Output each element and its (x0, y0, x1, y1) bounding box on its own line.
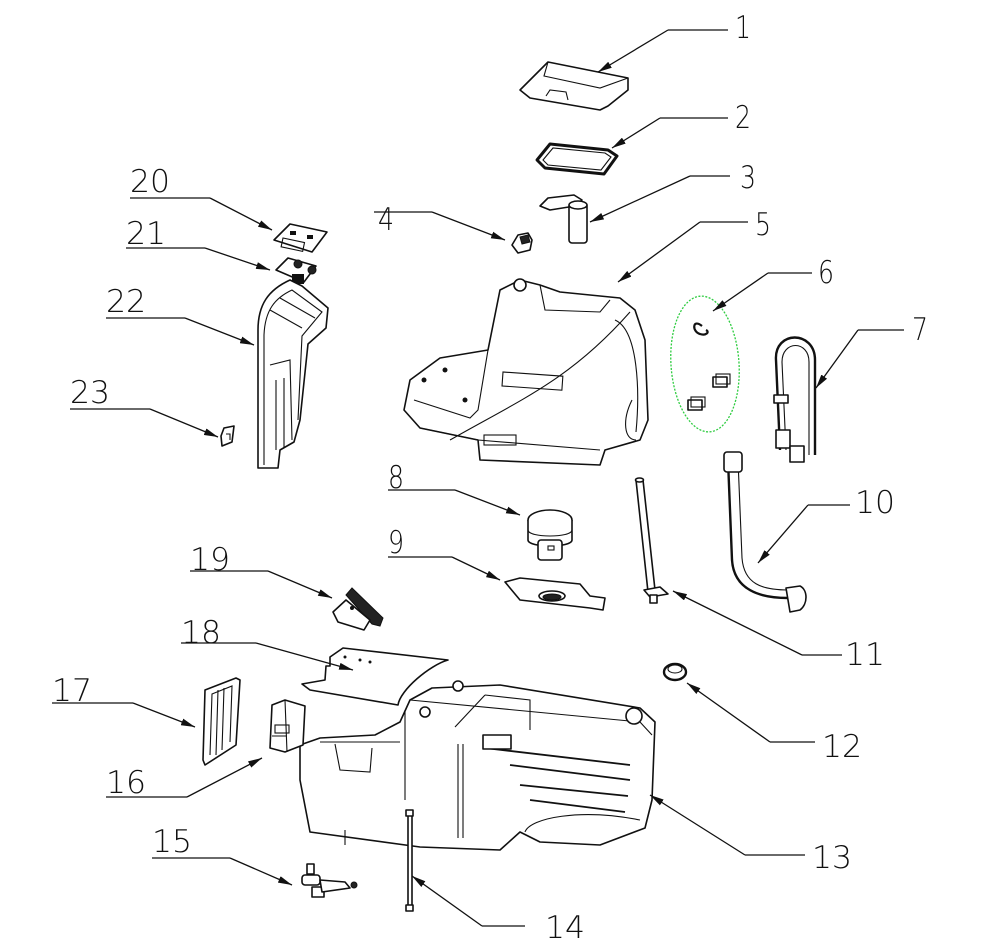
callout-20: 20 (130, 164, 273, 231)
part-top-plate (301, 647, 449, 706)
callout-1: 1 (597, 10, 751, 73)
part-float-valve (539, 194, 588, 244)
callout-number: 9 (388, 525, 404, 561)
part-tank-cap (662, 662, 688, 682)
part-pump-module (269, 699, 306, 753)
callout-number: 18 (181, 615, 221, 651)
callout-leader-arrow (209, 197, 273, 231)
callout-6: 6 (712, 255, 834, 312)
part-control-pcb (275, 257, 317, 284)
callout-4: 4 (374, 202, 506, 241)
part-tank-base (299, 680, 656, 851)
callout-leader-arrow (431, 211, 506, 241)
callout-number: 6 (818, 255, 834, 291)
callout-leader-arrow (649, 794, 746, 856)
part-side-cover (202, 677, 241, 766)
callout-number: 5 (755, 207, 771, 243)
callout-19: 19 (190, 542, 333, 599)
callout-number: 23 (70, 375, 110, 411)
callout-16: 16 (106, 757, 263, 801)
callout-leader-arrow (611, 117, 661, 149)
callout-21: 21 (126, 216, 271, 271)
part-looped-hose (773, 336, 817, 463)
callout-number: 15 (152, 824, 192, 860)
callout-leader-arrow (757, 504, 809, 564)
part-suction-tube (634, 477, 669, 604)
callout-15: 15 (152, 824, 293, 886)
highlight-ellipse (670, 295, 740, 433)
part-handle (257, 279, 329, 469)
part-motor-gasket-plate (504, 577, 606, 611)
callout-10: 10 (757, 485, 895, 564)
part-control-panel-overlay (273, 223, 328, 253)
callout-12: 12 (686, 682, 862, 765)
callout-leader-arrow (267, 570, 333, 599)
callout-5: 5 (617, 207, 771, 283)
callout-number: 7 (912, 312, 928, 348)
part-knob (511, 232, 533, 254)
callout-leader-arrow (815, 329, 859, 389)
part-small-clip (220, 425, 235, 447)
callout-number: 2 (735, 100, 751, 136)
callout-number: 21 (126, 216, 166, 252)
callout-leader-arrow (255, 642, 354, 671)
callout-leader-arrow (229, 857, 293, 886)
callout-number: 1 (735, 10, 751, 46)
callout-number: 12 (822, 729, 862, 765)
part-drain-hose (723, 451, 807, 613)
callout-number: 13 (812, 840, 852, 876)
callout-number: 11 (845, 637, 885, 673)
callout-23: 23 (70, 375, 219, 438)
part-vacuum-motor (527, 509, 573, 561)
callout-leader-arrow (672, 590, 803, 656)
part-lid-cover (519, 61, 629, 111)
part-lid-gasket (535, 142, 619, 176)
callout-13: 13 (649, 794, 852, 876)
part-hose-clips (670, 295, 740, 433)
callout-leader-arrow (617, 221, 701, 283)
callout-17: 17 (52, 673, 196, 728)
callout-9: 9 (388, 525, 501, 581)
callout-leader-arrow (411, 875, 483, 927)
callout-leader-arrow (454, 489, 521, 516)
callout-number: 20 (130, 164, 170, 200)
callout-2: 2 (611, 100, 751, 149)
callout-22: 22 (106, 284, 255, 346)
callout-leader-arrow (184, 317, 255, 346)
callout-leader-arrow (451, 556, 501, 581)
callout-number: 14 (545, 910, 585, 941)
callout-7: 7 (815, 312, 928, 389)
callout-number: 10 (855, 485, 895, 521)
callout-leader-arrow (686, 682, 771, 743)
callout-number: 4 (378, 202, 394, 238)
part-pump-valve (301, 863, 358, 898)
part-level-indicator-rod (405, 809, 414, 912)
callout-number: 19 (190, 542, 230, 578)
callout-18: 18 (181, 615, 354, 671)
part-switch (332, 587, 384, 631)
callout-leader-arrow (204, 247, 271, 271)
callout-leader-arrow (589, 175, 691, 223)
callout-leader-arrow (597, 29, 669, 73)
callout-3: 3 (589, 160, 756, 223)
callout-leader-arrow (712, 272, 769, 312)
callout-11: 11 (672, 590, 885, 673)
callout-leader-arrow (186, 757, 263, 798)
callout-number: 16 (106, 765, 146, 801)
callout-number: 3 (740, 160, 756, 196)
callout-14: 14 (411, 875, 585, 941)
callout-8: 8 (388, 460, 521, 516)
callout-number: 17 (52, 673, 92, 709)
part-upper-housing (403, 278, 649, 466)
callout-leader-arrow (132, 702, 196, 728)
callout-leader-arrow (149, 408, 219, 438)
callout-number: 8 (388, 460, 404, 496)
callout-number: 22 (106, 284, 146, 320)
